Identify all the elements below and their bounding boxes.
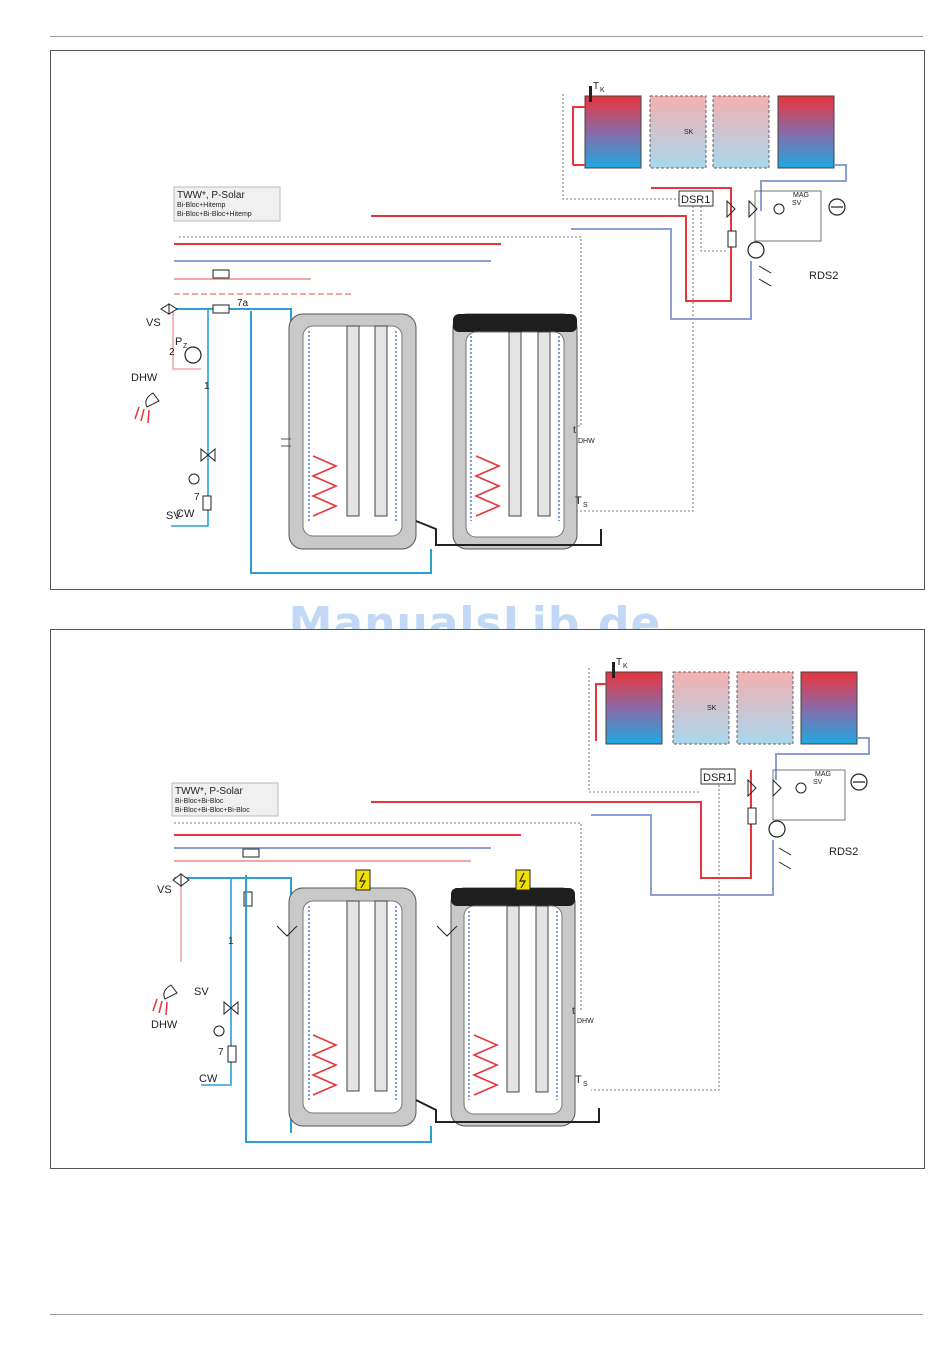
cold-water-label: CW [176,508,195,520]
pump-label: P [175,336,182,348]
mixer-label: VS [157,884,172,896]
check-valve [213,270,229,278]
heating-element-icon [356,870,370,890]
legend-line-2: Bi-Bloc+Bi-Bloc+Bi-Bloc [175,807,250,814]
collector-4 [778,96,834,168]
pump-icon [748,242,764,258]
collector-3 [713,96,769,168]
hot-water-label: DHW [151,1019,178,1031]
pressure-gauge-icon [214,1026,224,1036]
diagram-panel-1: T K SK DSR1 MAG SV RDS2 TWW*, P-Solar Bi… [50,50,925,590]
sensor-s-label: T [575,1074,582,1086]
bottom-rule [50,1314,923,1315]
schematic-1: T K SK DSR1 MAG SV RDS2 TWW*, P-Solar Bi… [51,51,924,589]
storage-tank-2 [451,870,575,1126]
cold-water-label: CW [199,1073,218,1085]
pressure-gauge-icon [189,474,199,484]
pump-icon [185,347,201,363]
diagram-panel-2: T K SK DSR1 MAG SV RDS2 TWW*, P-Solar Bi… [50,629,925,1169]
pressure-gauge-icon [774,204,784,214]
collector-2 [673,672,729,744]
solar-collectors [606,672,857,744]
sensor-dhw-sub: DHW [577,1018,594,1025]
check-valve-7a [213,305,229,313]
number-1-label: 1 [228,936,234,947]
collector-label: SK [684,129,694,136]
sensor-s-sub: S [583,1081,588,1088]
pump-icon [769,821,785,837]
flow-meter [728,231,736,247]
check-valve [243,849,259,857]
number-7-label: 7 [218,1047,224,1058]
pump-sub: Z [183,343,188,350]
collector-label: SK [707,705,717,712]
safety-valve-label: SV [194,986,209,998]
collector-sensor-label: T [593,81,599,92]
flow-meter [748,808,756,824]
valve-icon [748,780,781,796]
mixer-label: VS [146,317,161,329]
storage-tank-2 [453,314,577,549]
vessel-label: MAG [793,192,809,199]
collector-1 [585,96,641,168]
controller-label: DSR1 [703,772,732,784]
collector-3 [737,672,793,744]
shower-icon [135,393,159,423]
sensor-s-label: T [575,495,582,507]
legend-title: TWW*, P-Solar [175,786,243,797]
station-label: RDS2 [809,270,838,282]
shower-icon [153,985,177,1015]
controller-label: DSR1 [681,194,710,206]
top-rule [50,36,923,37]
hot-water-label: DHW [131,372,158,384]
legend-title: TWW*, P-Solar [177,190,245,201]
schematic-2: T K SK DSR1 MAG SV RDS2 TWW*, P-Solar Bi… [51,630,924,1168]
collector-sensor-sub: K [600,87,605,94]
storage-tank-1 [289,314,416,549]
flow-restrictor [228,1046,236,1062]
collector-sensor-label: T [616,657,622,668]
vessel-label: MAG [815,771,831,778]
number-7a-label: 7a [237,298,249,309]
number-1-label: 1 [204,381,210,392]
sensor-dhw-label: t [573,425,576,436]
sensor-dhw-sub: DHW [578,438,595,445]
legend-line-1: Bi-Bloc+Hitemp [177,202,226,209]
storage-tank-1 [289,870,416,1126]
collector-4 [801,672,857,744]
collector-2 [650,96,706,168]
flow-restrictor [203,496,211,510]
legend-line-1: Bi-Bloc+Bi-Bloc [175,798,224,805]
sensor-dhw-label: t [572,1006,575,1017]
heating-element-icon [516,870,530,890]
legend-line-2: Bi-Bloc+Bi-Bloc+Hitemp [177,211,252,218]
thermometer-icon [612,662,615,678]
thermometer-icon [589,86,592,102]
collector-1 [606,672,662,744]
safety-valve-label-solar: SV [792,200,802,207]
sensor-s-sub: S [583,502,588,509]
pressure-gauge-icon [796,783,806,793]
collector-sensor-sub: K [623,663,628,670]
safety-valve-label-solar: SV [813,779,823,786]
station-label: RDS2 [829,846,858,858]
solar-collectors [585,96,834,168]
number-2-label: 2 [169,347,175,358]
number-7-label: 7 [194,492,200,503]
